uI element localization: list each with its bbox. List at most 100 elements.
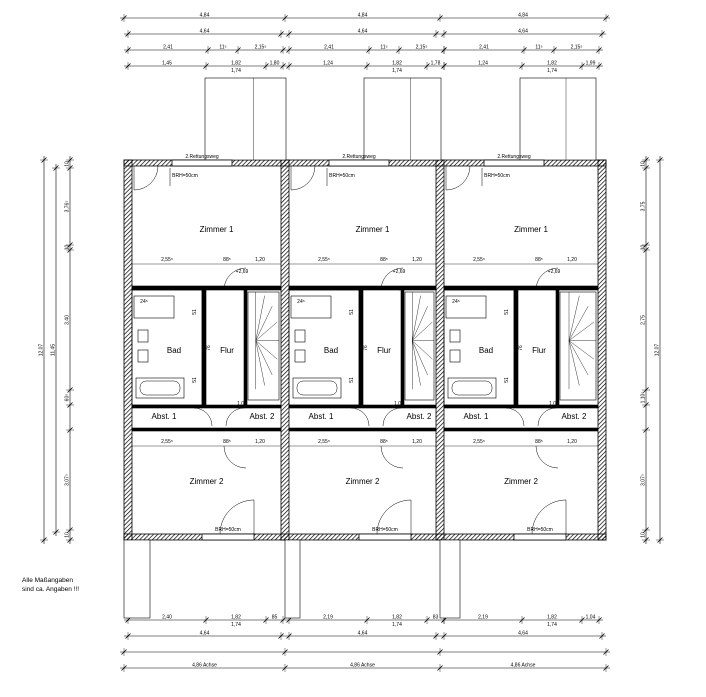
wall-zimmer1-core	[443, 285, 599, 291]
washbasin	[137, 349, 149, 363]
right-dim-inner-tick	[643, 165, 649, 171]
sill-height-label-top: BRH=50cm	[329, 173, 355, 179]
level-label: +2,69	[393, 269, 406, 275]
window-top	[328, 159, 390, 167]
bottom-dim-row1-tick	[263, 617, 269, 623]
bathtub	[135, 377, 185, 399]
wall-storage-top	[131, 404, 282, 409]
bottom-dim-row1-tick	[286, 617, 292, 623]
right-dim-inner-tick	[643, 427, 649, 433]
wall-storage-top	[443, 404, 599, 409]
room-label-flur: Flur	[532, 346, 546, 355]
bottom-dim-row1-tick	[579, 617, 585, 623]
top-dim-row4-label: 1,82	[231, 61, 241, 67]
right-dim-inner-tick	[643, 537, 649, 543]
door-swing	[223, 267, 247, 291]
left-dim-outer-tick	[41, 157, 47, 163]
bottom-dim-row2-tick	[286, 633, 292, 639]
stair-step	[255, 340, 265, 386]
left-dim-mid-tick	[53, 165, 59, 171]
stair-step	[412, 340, 428, 376]
shower	[133, 295, 175, 319]
dimension-label: 24⁵	[297, 299, 305, 305]
staircase	[559, 291, 597, 401]
stair-step	[255, 321, 278, 341]
dimension-label: 2,55⁵	[473, 257, 485, 263]
wall-zimmer1-core	[288, 285, 437, 291]
terrace-outline	[439, 539, 461, 619]
dimension-label: 51	[349, 309, 355, 315]
top-dim-row3-tick	[596, 47, 602, 53]
room-label-zimmer-1: Zimmer 1	[356, 225, 390, 234]
top-dim-row3-label: 2,41	[324, 45, 334, 51]
top-dim-row4-tick	[125, 63, 131, 69]
top-dim-row2-tick	[286, 31, 292, 37]
room-label-abst-2: Abst. 2	[407, 412, 432, 421]
terrace-outline	[123, 539, 151, 619]
bottom-dim-row1-label: 2,19	[478, 615, 488, 621]
dimension-label: 1,20	[567, 257, 577, 263]
stair-step	[255, 306, 273, 341]
top-dim-row4-label: 1,78	[431, 61, 441, 67]
bottom-dim-row3-label: 4,86 Achse	[511, 663, 536, 669]
door-swing	[535, 445, 559, 469]
door-swing	[193, 407, 213, 427]
dimension-label: 88⁵	[380, 439, 388, 445]
dimension-label: 51	[349, 377, 355, 383]
bottom-dim-row2b-tick	[121, 649, 127, 655]
top-dim-row4-label: 1,82	[392, 61, 402, 67]
bottom-dim-row3-label: 4,86 Achse	[192, 663, 217, 669]
top-dim-row3-label: 11⁵	[535, 45, 542, 51]
bottom-dim-row3-tick	[121, 665, 127, 671]
dimension-label: 51	[504, 309, 510, 315]
bottom-dim-row1-label: 1,82	[547, 615, 557, 621]
dimension-label: 1,20	[255, 439, 265, 445]
bottom-dim-row2b-tick	[282, 649, 288, 655]
toilet	[137, 329, 149, 343]
bottom-dim-row3-tick	[437, 665, 443, 671]
bathtub-inner	[451, 380, 493, 396]
room-label-flur: Flur	[220, 346, 234, 355]
stair-step	[568, 321, 595, 341]
note-approximate-dimensions: Alle Maßangaben sind ca. Angaben !!!	[22, 576, 79, 594]
room-label-bad: Bad	[479, 346, 493, 355]
stair-step	[412, 306, 428, 341]
right-dim-inner-tick	[643, 527, 649, 533]
top-dim-row4-label: 1,99	[586, 61, 596, 67]
door-swing	[133, 165, 159, 191]
top-dim-row4-tick	[286, 63, 292, 69]
top-dim-row3-label: 2,41	[163, 45, 173, 51]
left-dim-inner-tick	[67, 157, 73, 163]
dimension-label: 88⁵	[535, 257, 543, 263]
top-dim-row3-label: 11⁵	[219, 45, 226, 51]
top-dim-row2-tick	[441, 31, 447, 37]
top-dim-row2-label: 4,64	[518, 29, 528, 35]
right-dim-inner-label: 1,10⁵	[641, 392, 647, 404]
top-dim-row4-tick	[263, 63, 269, 69]
top-dim-row4-sublabel: 1,74	[392, 68, 402, 74]
left-dim-inner-tick	[67, 402, 73, 408]
top-dim-row4-tick	[596, 63, 602, 69]
bottom-dim-row1-label: 1,04	[586, 615, 596, 621]
top-dim-row4-label: 1,80	[270, 61, 280, 67]
left-dim-inner-tick	[67, 427, 73, 433]
stair-step	[568, 295, 580, 341]
top-dim-row4-tick	[203, 63, 209, 69]
room-label-zimmer-1: Zimmer 1	[514, 225, 548, 234]
dimension-label: 1,20	[412, 439, 422, 445]
wall-flur-right	[555, 289, 560, 406]
bottom-dim-row1-label: 1,82	[392, 615, 402, 621]
room-label-abst-1: Abst. 1	[309, 412, 334, 421]
left-dim-mid-tick	[53, 529, 59, 535]
wall-storage-top	[288, 404, 437, 409]
stair-step	[568, 340, 580, 386]
balcony-outline	[204, 77, 287, 161]
bottom-dim-row2b-tick	[603, 649, 609, 655]
outer-wall-right	[597, 159, 607, 541]
top-dim-row3-label: 2,15⁵	[416, 45, 428, 51]
right-dim-inner-tick	[643, 157, 649, 163]
top-dim-row3-tick	[205, 47, 211, 53]
bathtub	[447, 377, 497, 399]
bottom-dim-row1-sublabel: 1,74	[392, 622, 402, 628]
